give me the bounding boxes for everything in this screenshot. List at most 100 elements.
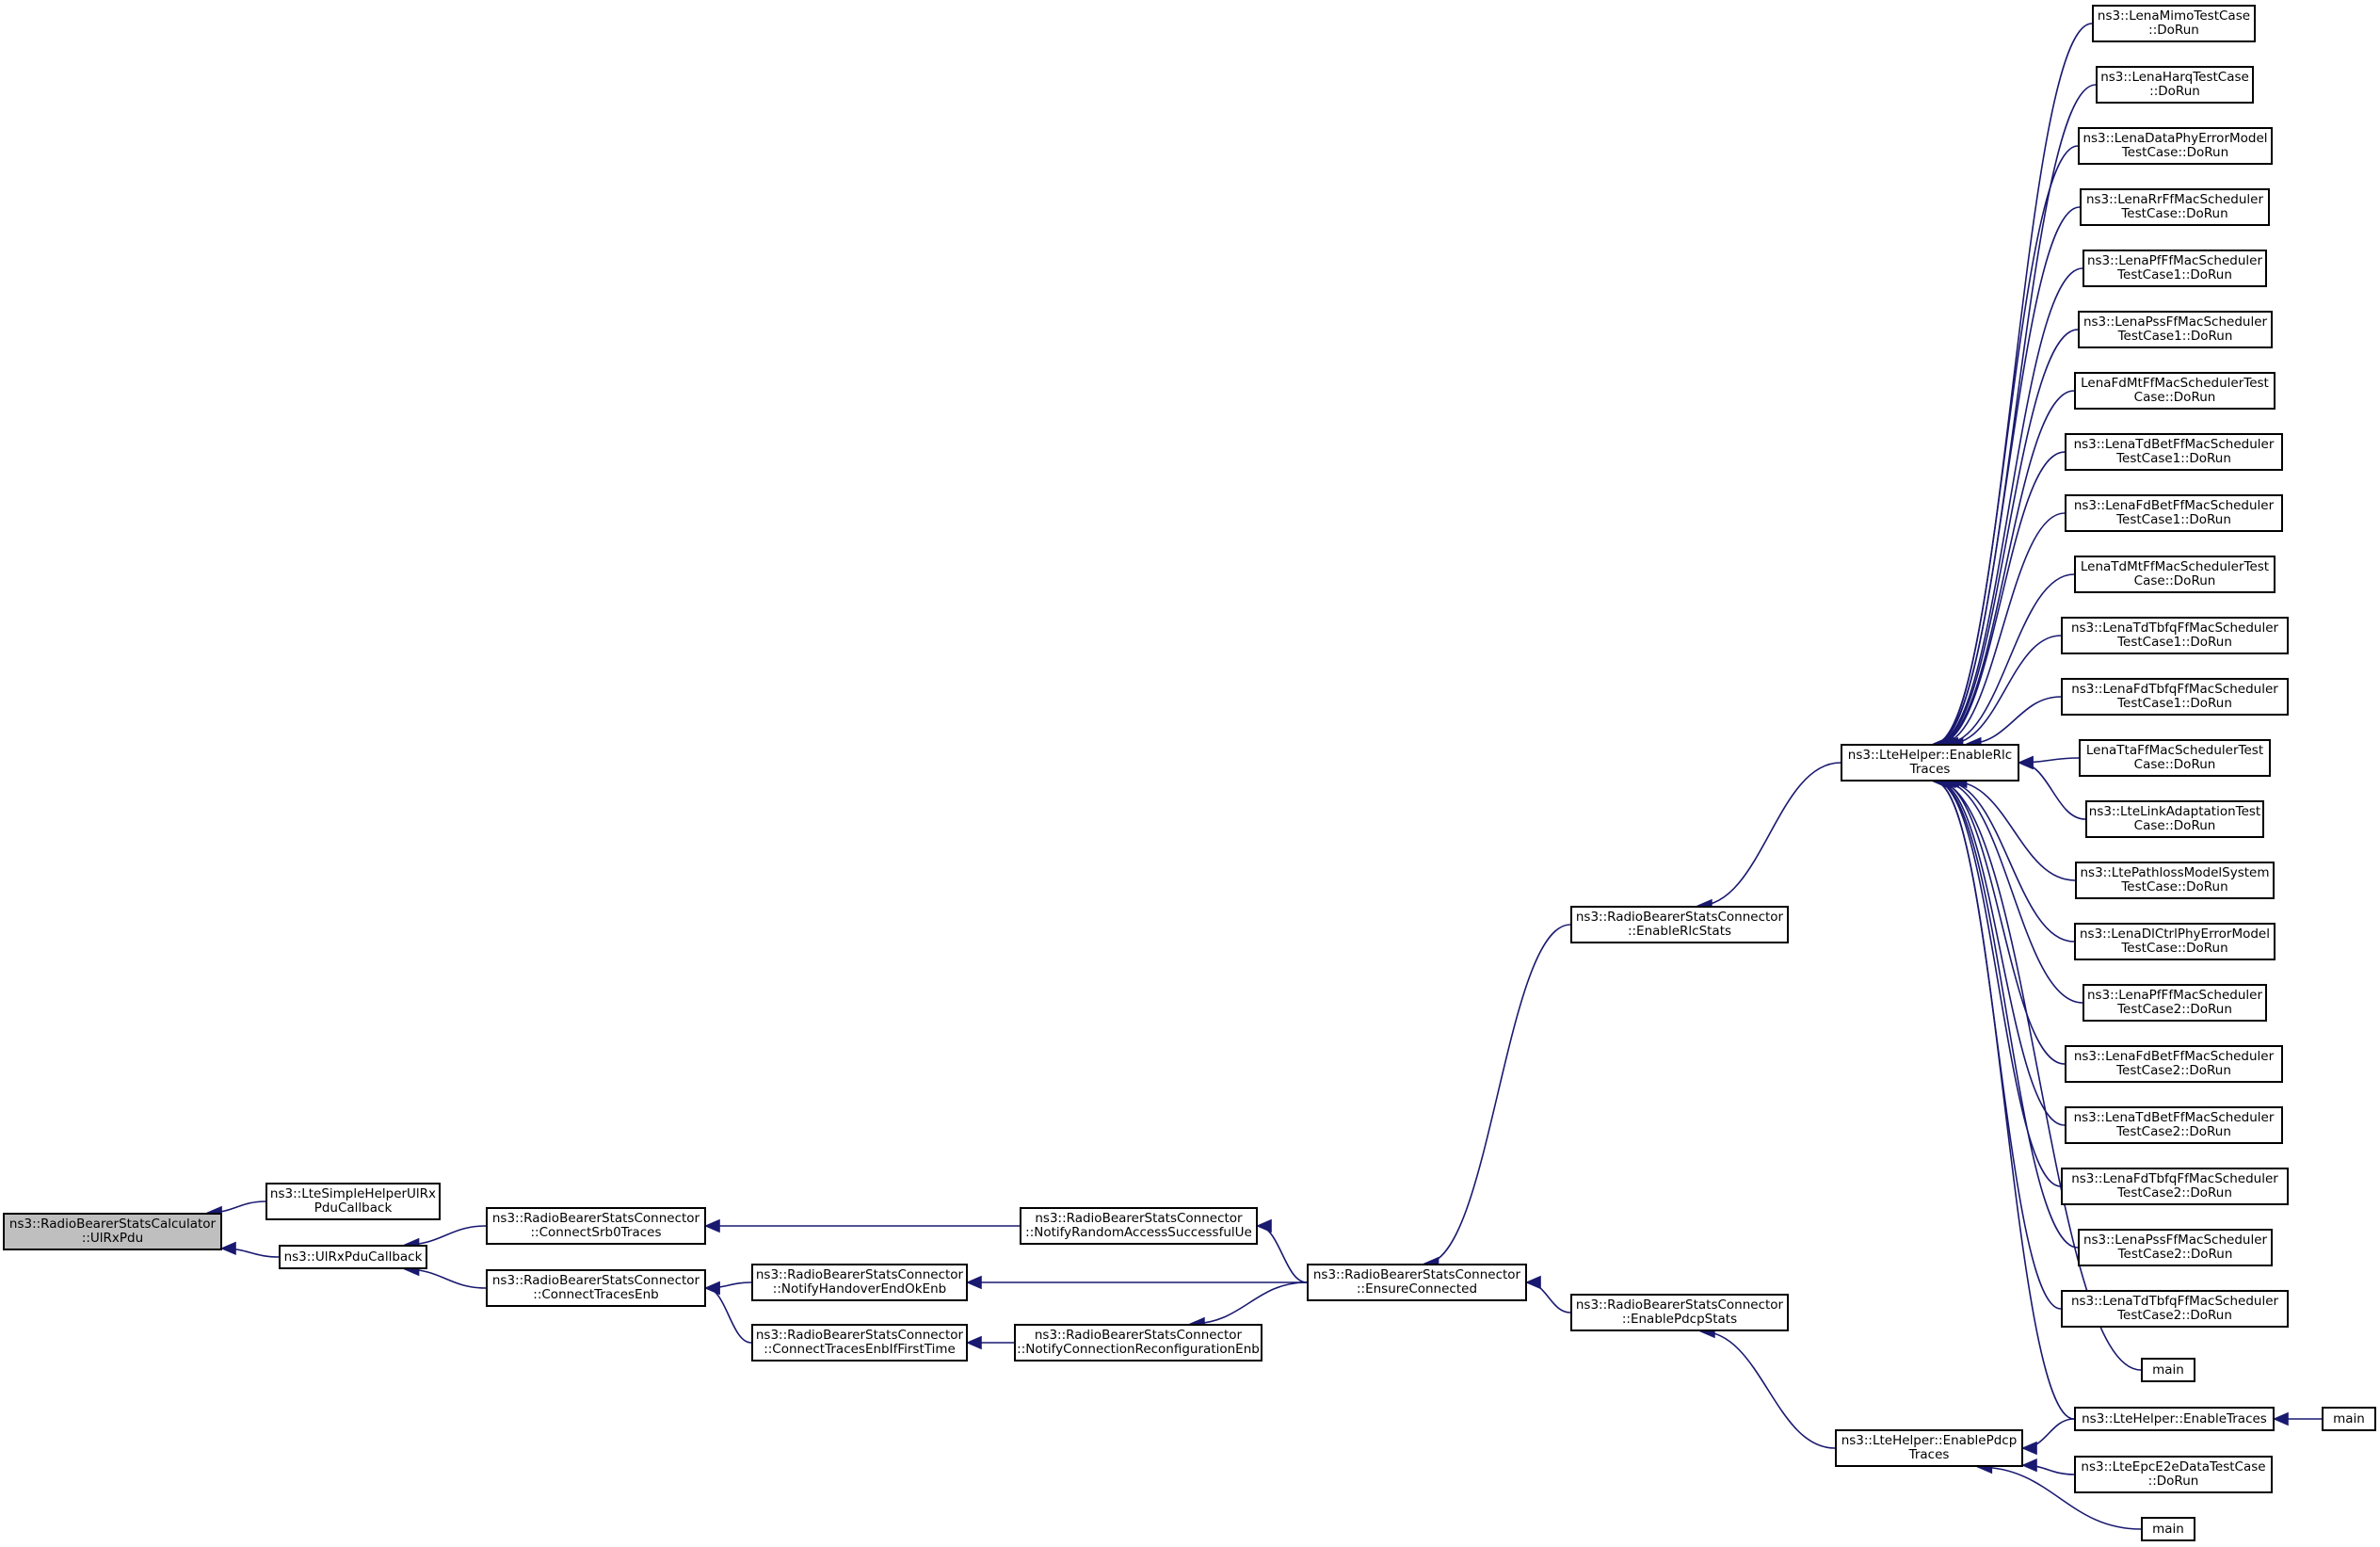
edge-arrowhead <box>703 1218 720 1233</box>
edge-fdtbfq-ff-1-to-enable-rlc-traces <box>1967 696 2062 745</box>
node-label-line: ns3::LteHelper::EnableRlc <box>1847 748 2013 763</box>
node-label-line: ::DoRun <box>2149 84 2200 99</box>
node-label-line: ns3::LteLinkAdaptationTest <box>2088 804 2261 819</box>
node-label-line: ns3::RadioBearerStatsCalculator <box>8 1217 217 1232</box>
node-label-line: ::EnablePdcpStats <box>1621 1312 1738 1327</box>
node-ulrxpdu-callback[interactable]: ns3::UlRxPduCallback <box>279 1245 427 1269</box>
node-main-b[interactable]: main <box>2322 1407 2376 1431</box>
node-label-line: ns3::LenaDataPhyErrorModel <box>2082 131 2268 146</box>
node-enable-pdcp-stats[interactable]: ns3::RadioBearerStatsConnector::EnablePd… <box>1570 1294 1789 1331</box>
node-epc-e2e[interactable]: ns3::LteEpcE2eDataTestCase::DoRun <box>2074 1456 2273 1493</box>
edge-main-a-to-enable-rlc-traces <box>1936 781 2142 1371</box>
node-label-line: ns3::RadioBearerStatsConnector <box>1034 1328 1243 1343</box>
edge-tdmt-ff-to-enable-rlc-traces <box>1944 573 2075 745</box>
edge-link-adapt-to-enable-rlc-traces <box>2018 762 2086 820</box>
node-label-line: TestCase::DoRun <box>2121 879 2228 894</box>
node-label-line: ::EnableRlcStats <box>1627 924 1732 939</box>
edge-pss-ff-1-to-enable-rlc-traces <box>1936 329 2079 745</box>
node-label-line: LenaTtaFfMacSchedulerTest <box>2085 743 2264 758</box>
node-label-line: ns3::RadioBearerStatsConnector <box>1035 1211 1243 1226</box>
node-connect-traces-enb[interactable]: ns3::RadioBearerStatsConnector::ConnectT… <box>486 1269 706 1307</box>
node-label-line: ::NotifyRandomAccessSuccessfulUe <box>1025 1225 1252 1240</box>
node-label-line: ::UlRxPdu <box>81 1231 144 1246</box>
node-label-line: ns3::LenaFdBetFfMacScheduler <box>2073 1049 2275 1064</box>
node-root: ns3::RadioBearerStatsCalculator::UlRxPdu <box>3 1213 222 1250</box>
edge-ensure-connected-to-notify-conn-reconf <box>1190 1281 1308 1325</box>
node-notify-random-access[interactable]: ns3::RadioBearerStatsConnector::NotifyRa… <box>1020 1207 1258 1245</box>
node-label-line: Case::DoRun <box>2133 390 2216 405</box>
node-connect-srb0[interactable]: ns3::RadioBearerStatsConnector::ConnectS… <box>486 1207 706 1245</box>
node-label-line: ns3::LenaRrFfMacScheduler <box>2085 192 2264 207</box>
node-mimo[interactable]: ns3::LenaMimoTestCase::DoRun <box>2092 5 2256 42</box>
node-connect-traces-first[interactable]: ns3::RadioBearerStatsConnector::ConnectT… <box>751 1324 968 1362</box>
node-label-line: main <box>2333 1410 2365 1426</box>
node-label-line: Case::DoRun <box>2133 573 2216 588</box>
edge-tdtbfq-ff-1-to-enable-rlc-traces <box>1949 635 2062 745</box>
edge-fdmt-ff-to-enable-rlc-traces <box>1937 390 2075 745</box>
edge-fdbet-ff-2-to-enable-rlc-traces <box>1938 781 2066 1065</box>
edge-main-c-to-enable-pdcp-traces <box>1978 1466 2142 1530</box>
node-label-line: ::EnsureConnected <box>1356 1281 1478 1297</box>
edge-fdtbfq-ff-2-to-enable-rlc-traces <box>1936 781 2062 1187</box>
node-label-line: TestCase1::DoRun <box>2116 451 2231 466</box>
edge-enable-traces-to-enable-pdcp-traces <box>2022 1418 2075 1449</box>
node-enable-traces[interactable]: ns3::LteHelper::EnableTraces <box>2074 1407 2275 1431</box>
node-label-line: ns3::LenaTdBetFfMacScheduler <box>2073 437 2275 452</box>
node-label-line: ::NotifyConnectionReconfigurationEnb <box>1017 1342 1260 1357</box>
node-harq[interactable]: ns3::LenaHarqTestCase::DoRun <box>2096 66 2254 104</box>
node-label-line: ::DoRun <box>2147 1474 2199 1489</box>
node-label-line: Traces <box>1909 762 1951 777</box>
node-enable-rlc-stats[interactable]: ns3::RadioBearerStatsConnector::EnableRl… <box>1570 906 1789 943</box>
node-label-line: LenaTdMtFfMacSchedulerTest <box>2080 559 2270 574</box>
node-label-line: ::ConnectSrb0Traces <box>530 1225 662 1240</box>
edge-enable-pdcp-traces-to-enable-pdcp-stats <box>1700 1330 1836 1449</box>
node-notify-handover[interactable]: ns3::RadioBearerStatsConnector::NotifyHa… <box>751 1264 968 1301</box>
node-label-line: ns3::RadioBearerStatsConnector <box>1575 1297 1784 1313</box>
node-main-c[interactable]: main <box>2141 1517 2195 1541</box>
edge-pf-ff-2-to-enable-rlc-traces <box>1941 781 2083 1004</box>
edge-arrowhead <box>2020 1441 2037 1456</box>
node-ensure-connected[interactable]: ns3::RadioBearerStatsConnector::EnsureCo… <box>1307 1264 1527 1301</box>
node-notify-conn-reconf[interactable]: ns3::RadioBearerStatsConnector::NotifyCo… <box>1014 1324 1262 1362</box>
node-label-line: ns3::RadioBearerStatsConnector <box>1312 1267 1521 1282</box>
node-label-line: ns3::LenaTdBetFfMacScheduler <box>2073 1110 2275 1125</box>
node-label-line: TestCase::DoRun <box>2121 145 2229 160</box>
edge-arrowhead <box>2272 1411 2289 1426</box>
node-label-line: ns3::LenaPssFfMacScheduler <box>2082 314 2268 330</box>
edge-arrowhead <box>965 1335 982 1350</box>
edge-rr-ff-to-enable-rlc-traces <box>1935 206 2081 745</box>
node-label-line: Case::DoRun <box>2133 818 2216 833</box>
edge-data-phy-error-to-enable-rlc-traces <box>1934 145 2079 745</box>
node-label-line: TestCase2::DoRun <box>2117 1185 2232 1201</box>
node-label-line: ns3::LenaPfFfMacScheduler <box>2086 988 2263 1003</box>
node-label-line: ns3::LenaTdTbfqFfMacScheduler <box>2070 1294 2279 1309</box>
edge-fdbet-ff-1-to-enable-rlc-traces <box>1939 512 2066 745</box>
edge-arrowhead <box>219 1241 236 1256</box>
node-main-a[interactable]: main <box>2141 1358 2195 1382</box>
node-label-line: main <box>2152 1521 2184 1537</box>
